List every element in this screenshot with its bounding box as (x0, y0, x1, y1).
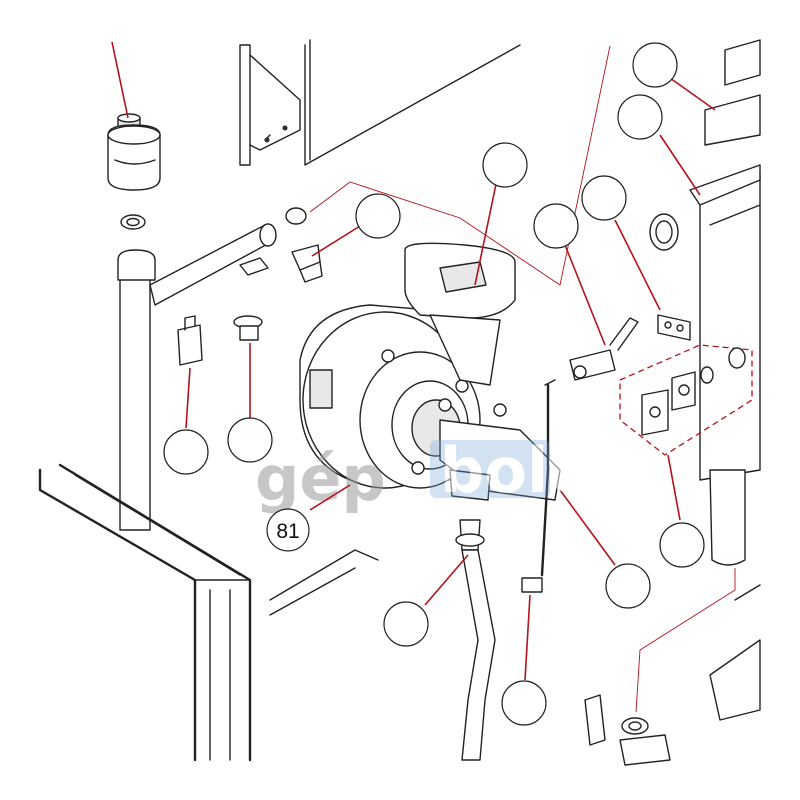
lower-frame (38, 463, 379, 762)
venturi-part (438, 398, 561, 501)
heat-exchanger (649, 39, 761, 566)
clip-part (291, 244, 323, 283)
thermostat-part (233, 315, 263, 341)
watermark-right: bolt (440, 434, 578, 507)
inspection-plates (619, 344, 753, 456)
callout-balloon-clip (355, 193, 401, 239)
callout-balloon-venturi (605, 563, 651, 609)
back-panel (239, 39, 521, 166)
ignition-cable-part (521, 379, 556, 593)
callout-balloon-thermostat (227, 417, 273, 463)
sensor-left-part (177, 315, 203, 366)
watermark: gép bolt (255, 434, 578, 515)
callout-balloon-gas-pipe (383, 601, 429, 647)
callout-balloon-top-right-2 (617, 94, 663, 140)
callout-label-fan: 81 (276, 520, 299, 543)
pipe-assembly (117, 207, 307, 531)
callout-balloon-gasket (581, 175, 627, 221)
callout-balloon-fan: 81 (266, 508, 310, 552)
fan-unit (299, 242, 516, 489)
gas-pipe-part (455, 519, 496, 761)
callout-balloon-fan-outlet-flange (482, 142, 528, 188)
electrode-part (569, 317, 639, 381)
callout-balloon-top-right-1 (632, 42, 678, 88)
air-vent (107, 113, 161, 230)
callout-balloon-inspection-plates (659, 522, 705, 568)
gasket-part (657, 314, 691, 341)
callout-balloons: 81 (163, 42, 705, 726)
callout-balloon-electrode (533, 203, 579, 249)
bottom-right-parts (584, 584, 761, 766)
callout-balloon-sensor-left (163, 429, 209, 475)
bottom-seal-part (621, 717, 649, 735)
callout-balloon-ignition-cable (501, 680, 547, 726)
